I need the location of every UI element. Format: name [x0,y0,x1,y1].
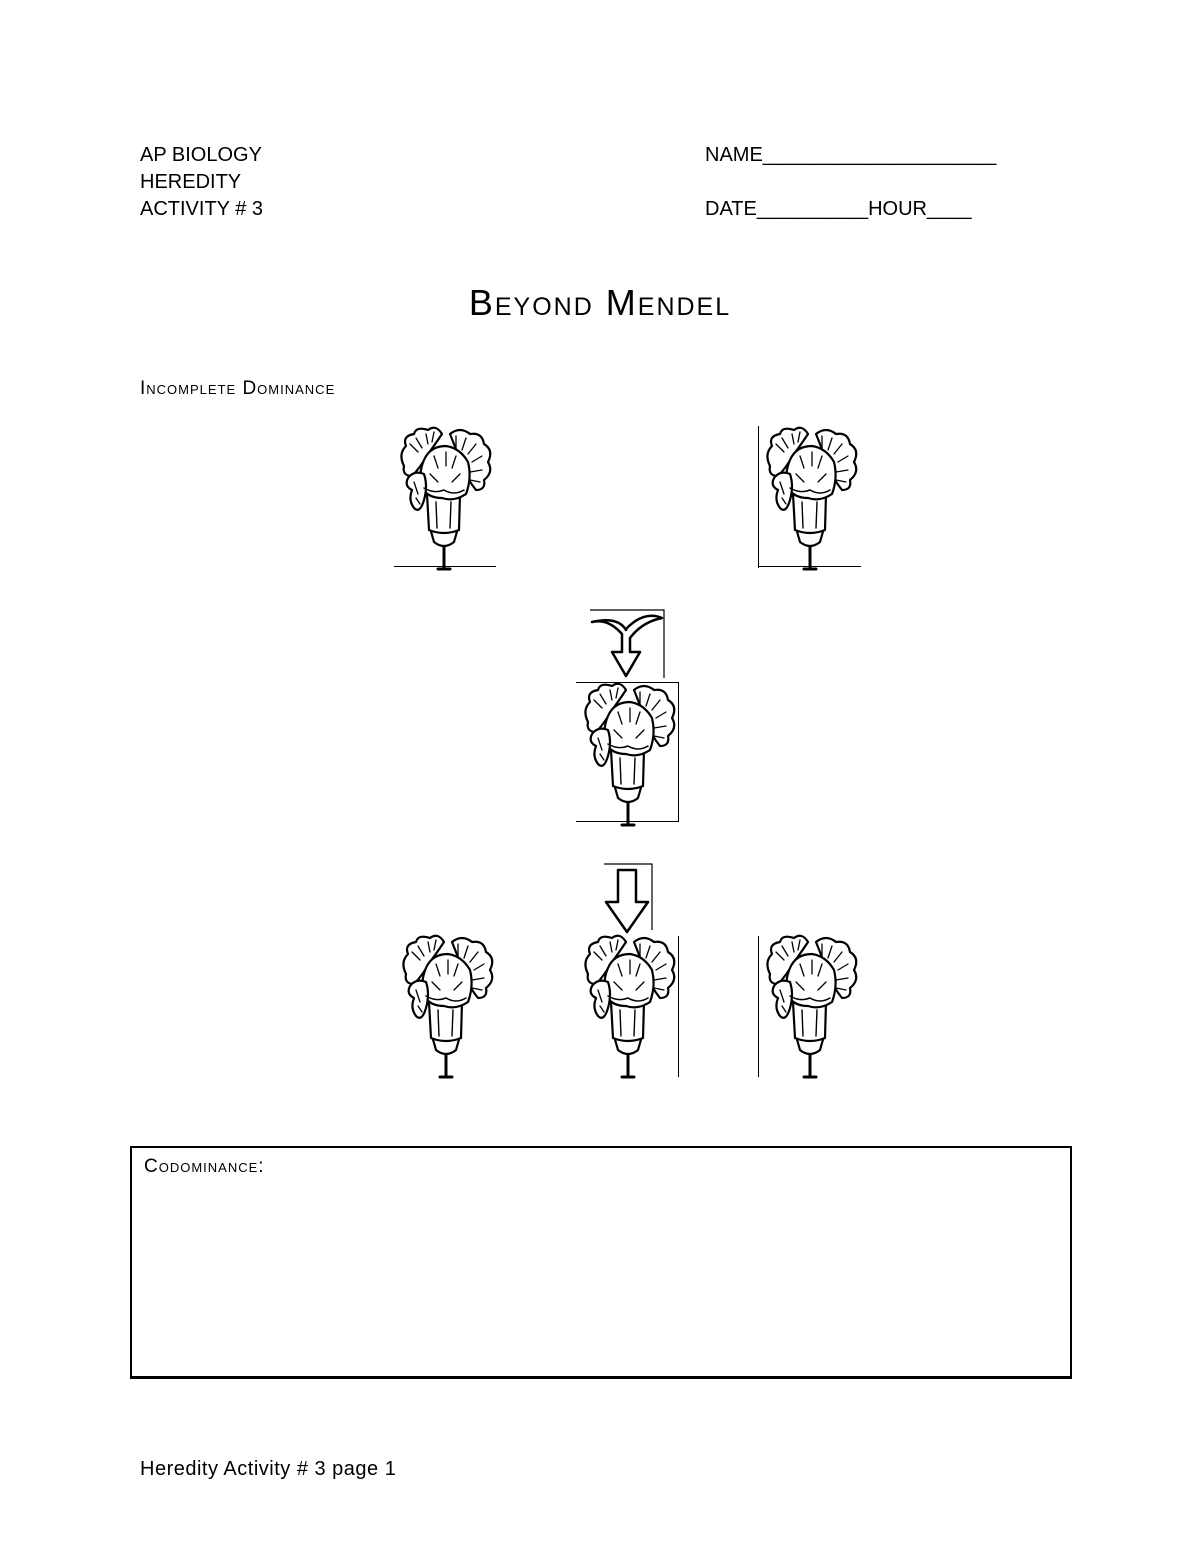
f2-flower-right [760,932,864,1085]
codominance-label: Codominance: [144,1156,265,1177]
course-title: AP BIOLOGY [140,144,262,166]
curved-down-arrow-icon [588,608,668,687]
f1-hybrid-flower [578,680,682,833]
f2-flower-left [396,932,500,1085]
carnation-flower-icon [583,934,676,1079]
frame-line [576,682,678,683]
name-field[interactable]: NAME_____________________ [705,144,997,166]
label-line [758,566,861,567]
codominance-answer-box[interactable]: Codominance: [130,1146,1072,1379]
carnation-flower-icon [399,426,492,571]
page-footer: Heredity Activity # 3 page 1 [140,1458,397,1480]
carnation-flower-icon [583,682,676,827]
frame-line [678,936,679,1077]
carnation-flower-icon [765,426,858,571]
unit-title: HEREDITY [140,171,242,193]
parent-flower-left [394,424,498,577]
frame-line [678,682,679,822]
section-heading-incomplete-dominance: Incomplete Dominance [140,378,336,399]
page-title: Beyond Mendel [468,282,732,323]
label-line [576,821,679,822]
frame-line [758,936,759,1077]
carnation-flower-icon [765,934,858,1079]
carnation-flower-icon [401,934,494,1079]
date-hour-field[interactable]: DATE__________HOUR____ [705,198,972,220]
frame-line [758,426,759,568]
parent-flower-right [760,424,864,577]
down-arrow-icon [602,862,656,939]
activity-number: ACTIVITY # 3 [140,198,264,220]
f2-flower-center [578,932,682,1085]
label-line [394,566,496,567]
